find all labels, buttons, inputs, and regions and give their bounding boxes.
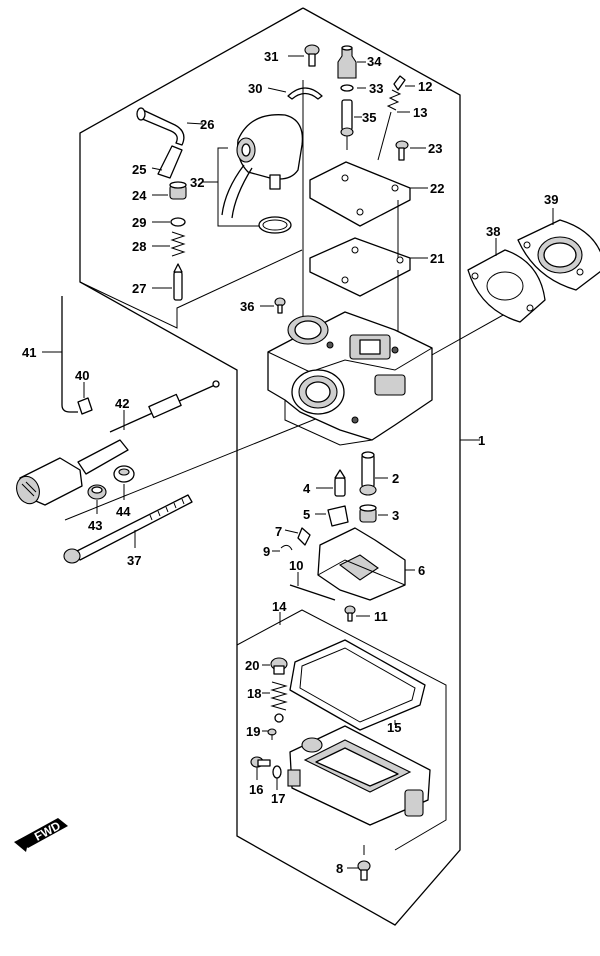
plunger-35 [340, 99, 362, 150]
label-10: 10 [289, 558, 303, 573]
needle-27 [152, 263, 183, 301]
screw-11 [344, 605, 370, 622]
label-14: 14 [272, 599, 287, 614]
label-32: 32 [190, 175, 204, 190]
carburetor-body-1 [267, 311, 480, 446]
spring-13 [377, 89, 410, 161]
clip-40 [77, 382, 93, 415]
plug-20 [262, 657, 288, 675]
needle-valve-7 [284, 527, 311, 546]
choke-knob [16, 439, 129, 506]
o-ring-17 [272, 765, 282, 790]
label-18: 18 [247, 686, 261, 701]
label-4: 4 [303, 481, 311, 496]
label-40: 40 [75, 368, 89, 383]
spring-28 [152, 231, 186, 257]
label-19: 19 [246, 724, 260, 739]
label-1: 1 [478, 433, 485, 448]
label-44: 44 [116, 504, 131, 519]
label-26: 26 [200, 117, 214, 132]
callout-labels: 1 2 3 4 5 6 7 8 9 10 11 12 13 14 15 16 1… [22, 49, 558, 876]
choke-rod-41 [42, 296, 78, 413]
label-22: 22 [430, 181, 444, 196]
o-ring-29 [152, 217, 186, 227]
cap-34 [337, 45, 366, 79]
label-12: 12 [418, 79, 432, 94]
gasket-38 [467, 238, 546, 323]
insulator-39 [517, 208, 600, 291]
screw-8 [347, 845, 371, 881]
cap-5 [315, 505, 349, 527]
jet-4 [316, 469, 346, 497]
label-34: 34 [367, 54, 382, 69]
label-15: 15 [387, 720, 401, 735]
label-42: 42 [115, 396, 129, 411]
label-28: 28 [132, 239, 146, 254]
clip-9 [272, 544, 293, 552]
label-9: 9 [263, 544, 270, 559]
screw-37 [63, 494, 193, 564]
float-bowl [287, 725, 431, 826]
screw-19 [262, 728, 277, 740]
label-25: 25 [132, 162, 146, 177]
jet-3 [359, 504, 388, 523]
label-29: 29 [132, 215, 146, 230]
screw-36 [260, 297, 286, 314]
label-36: 36 [240, 299, 254, 314]
label-21: 21 [430, 251, 444, 266]
label-2: 2 [392, 471, 399, 486]
label-41: 41 [22, 345, 36, 360]
label-23: 23 [428, 141, 442, 156]
label-6: 6 [418, 563, 425, 578]
label-33: 33 [369, 81, 383, 96]
upper-left-group-outline [79, 249, 303, 329]
label-43: 43 [88, 518, 102, 533]
label-37: 37 [127, 553, 141, 568]
label-38: 38 [486, 224, 500, 239]
label-5: 5 [303, 507, 310, 522]
label-39: 39 [544, 192, 558, 207]
bracket-30 [267, 80, 323, 340]
label-11: 11 [374, 609, 388, 624]
label-30: 30 [248, 81, 262, 96]
label-8: 8 [336, 861, 343, 876]
gasket-21 [309, 200, 428, 350]
label-24: 24 [132, 188, 147, 203]
washer-44 [113, 465, 135, 500]
label-13: 13 [413, 105, 427, 120]
label-17: 17 [271, 791, 285, 806]
screw-23 [395, 140, 426, 161]
label-31: 31 [264, 49, 278, 64]
gasket-15 [289, 639, 426, 731]
label-20: 20 [245, 658, 259, 673]
fuel-hose-26 [136, 107, 204, 146]
screw-12 [393, 75, 415, 91]
jet-2 [359, 451, 388, 496]
fuel-hose-25 [151, 145, 183, 179]
cover-plate-22 [309, 161, 428, 227]
label-7: 7 [275, 524, 282, 539]
float-6 [317, 527, 415, 601]
fitting-24 [152, 181, 187, 200]
label-3: 3 [392, 508, 399, 523]
nut-43 [87, 484, 107, 514]
choke-cable-42 [109, 380, 220, 433]
fwd-direction-badge: FWD [14, 818, 68, 852]
spring-18 [262, 681, 288, 723]
screw-31 [288, 44, 320, 67]
solenoid-32 [203, 114, 304, 234]
label-35: 35 [362, 110, 376, 125]
outer-group-outline [79, 7, 461, 926]
float-pin-10 [289, 572, 336, 601]
label-27: 27 [132, 281, 146, 296]
label-16: 16 [249, 782, 263, 797]
o-ring-33 [340, 84, 366, 92]
drain-screw-16 [250, 756, 271, 780]
